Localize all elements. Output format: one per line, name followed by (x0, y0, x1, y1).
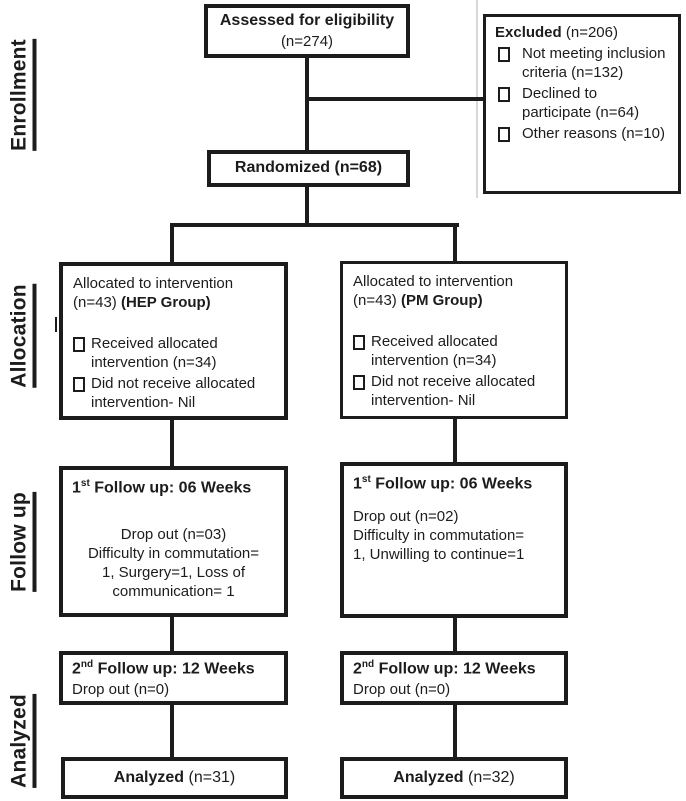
allocation-hep-intro-text: Allocated to intervention (n=43) (73, 275, 234, 312)
box-assessed-eligibility: Assessed for eligibility (n=274) (204, 4, 410, 58)
followup1-hep-details: Drop out (n=03) Difficulty in commutatio… (87, 525, 260, 600)
allocation-hep-item-text: Did not receive allocated intervention- … (91, 375, 256, 412)
allocation-hep-intro: Allocated to intervention (n=43) (HEP Gr… (73, 274, 274, 312)
allocation-pm-group-name: (PM Group) (400, 292, 483, 310)
connector-randomized-branch (305, 183, 309, 227)
excluded-item-text: Declined to participate (n=64) (522, 85, 640, 122)
analyzed-pm-label: Analyzed (n=32) (393, 768, 514, 788)
excluded-item-text: Not meeting inclusion criteria (n=132) (522, 45, 666, 82)
branch-left-drop (170, 223, 174, 265)
assessed-title: Assessed for eligibility (219, 12, 395, 30)
excluded-item-text: Other reasons (n=10) (522, 125, 665, 143)
analyzed-pm-count: (n=32) (463, 768, 515, 786)
stage-label-enrollment: Enrollment (7, 39, 37, 151)
connector-to-excluded (307, 97, 484, 101)
checkbox-icon (73, 374, 91, 412)
checkbox-icon (495, 84, 522, 122)
excluded-item: Not meeting inclusion criteria (n=132) (495, 44, 669, 82)
followup2-hep-title-num: 2 (72, 660, 81, 678)
followup1-hep-title-num: 1 (72, 479, 81, 497)
branch-horizontal (170, 223, 459, 227)
allocation-hep-item: Received allocated intervention (n=34) (73, 334, 274, 372)
box-followup1-pm: 1st Follow up: 06 Weeks Drop out (n=02) … (340, 462, 568, 618)
checkbox-icon (495, 124, 522, 143)
allocation-pm-item: Received allocated intervention (n=34) (353, 332, 555, 370)
analyzed-hep-count: (n=31) (184, 768, 236, 786)
followup2-pm-title: 2nd Follow up: 12 Weeks (353, 659, 555, 680)
connector-followup2-analyzed-right (453, 702, 457, 759)
assessed-count: (n=274) (280, 32, 334, 50)
allocation-pm-intro: Allocated to intervention (n=43) (PM Gro… (353, 272, 555, 310)
box-excluded: Excluded (n=206) Not meeting inclusion c… (483, 14, 681, 194)
analyzed-hep-label: Analyzed (n=31) (114, 768, 235, 788)
followup2-pm-title-ord: nd (361, 659, 375, 670)
followup1-pm-title-rest: Follow up: 06 Weeks (370, 475, 533, 493)
followup1-hep-title-rest: Follow up: 06 Weeks (89, 479, 252, 497)
analyzed-pm-label-bold: Analyzed (393, 768, 464, 786)
followup2-hep-dropout: Drop out (n=0) (72, 680, 170, 698)
allocation-pm-item-text: Received allocated intervention (n=34) (371, 333, 498, 370)
branch-right-drop (453, 223, 457, 264)
excluded-item: Other reasons (n=10) (495, 124, 669, 143)
box-allocation-hep: Allocated to intervention (n=43) (HEP Gr… (59, 262, 288, 420)
box-allocation-pm: Allocated to intervention (n=43) (PM Gro… (340, 261, 568, 419)
randomized-label: Randomized (n=68) (234, 159, 383, 177)
connector-followup2-analyzed-left (170, 702, 174, 759)
box-randomized: Randomized (n=68) (207, 150, 410, 187)
followup2-pm-title-num: 2 (353, 660, 362, 678)
excluded-title: Excluded (n=206) (495, 23, 669, 42)
checkbox-icon (495, 44, 522, 82)
allocation-hep-item: Did not receive allocated intervention- … (73, 374, 274, 412)
followup2-hep-title-rest: Follow up: 12 Weeks (93, 660, 255, 678)
followup1-hep-title-ord: st (80, 478, 90, 489)
excluded-item: Declined to participate (n=64) (495, 84, 669, 122)
allocation-pm-item-text: Did not receive allocated intervention- … (371, 373, 536, 410)
stage-label-analyzed: Analyzed (7, 694, 37, 788)
allocation-pm-intro-text: Allocated to intervention (n=43) (353, 273, 514, 310)
connector-alloc-followup-right (453, 417, 457, 466)
followup1-pm-title: 1st Follow up: 06 Weeks (353, 474, 555, 495)
followup2-hep-title-ord: nd (80, 659, 94, 670)
checkbox-icon (353, 372, 371, 410)
connector-assessed-randomized (305, 55, 309, 154)
followup2-hep-title: 2nd Follow up: 12 Weeks (72, 659, 275, 680)
stage-label-allocation: Allocation (7, 284, 37, 388)
box-analyzed-pm: Analyzed (n=32) (340, 757, 568, 799)
allocation-hep-group-name: (HEP Group) (120, 294, 211, 312)
followup2-pm-title-rest: Follow up: 12 Weeks (374, 660, 536, 678)
box-analyzed-hep: Analyzed (n=31) (61, 757, 288, 799)
excluded-title-count: (n=206) (561, 24, 618, 41)
stage-label-follow-up: Follow up (7, 492, 37, 592)
followup2-pm-dropout: Drop out (n=0) (353, 680, 451, 698)
connector-alloc-followup-left (170, 419, 174, 468)
scan-artifact-tick (55, 317, 57, 332)
allocation-pm-item: Did not receive allocated intervention- … (353, 372, 555, 410)
excluded-title-bold: Excluded (495, 24, 562, 41)
box-followup1-hep: 1st Follow up: 06 Weeks Drop out (n=03) … (59, 466, 288, 617)
followup1-pm-details: Drop out (n=02) Difficulty in commutatio… (353, 507, 525, 563)
followup1-hep-title: 1st Follow up: 06 Weeks (72, 478, 275, 499)
box-followup2-pm: 2nd Follow up: 12 Weeks Drop out (n=0) (340, 651, 568, 705)
followup1-pm-title-ord: st (361, 474, 371, 485)
analyzed-hep-label-bold: Analyzed (113, 768, 185, 786)
connector-followup1-followup2-right (453, 615, 457, 653)
followup1-pm-title-num: 1 (353, 475, 362, 493)
box-followup2-hep: 2nd Follow up: 12 Weeks Drop out (n=0) (59, 651, 288, 705)
connector-followup1-followup2-left (170, 614, 174, 653)
allocation-hep-item-text: Received allocated intervention (n=34) (91, 335, 218, 372)
checkbox-icon (73, 334, 91, 372)
checkbox-icon (353, 332, 371, 370)
